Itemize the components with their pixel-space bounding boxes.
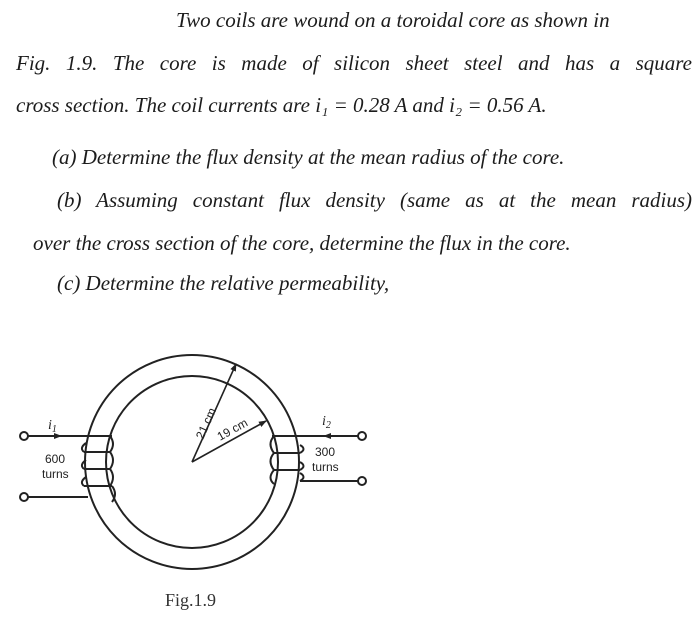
coil-1-turns-value: 600 — [45, 452, 65, 466]
intro-line-1: Two coils are wound on a toroidal core a… — [176, 8, 610, 32]
coil-2-turns-value: 300 — [315, 445, 335, 459]
outer-radius-label: 21 cm — [193, 406, 219, 442]
coil-1 — [28, 433, 116, 503]
coil-2-terminal-bottom — [357, 476, 367, 486]
intro-line-2: Fig. 1.9. The core is made of silicon sh… — [16, 51, 692, 75]
coil-1-terminal-bottom — [19, 492, 29, 502]
coil-2 — [269, 433, 358, 485]
radius-arrows — [191, 363, 267, 463]
part-b-line-1: (b) Assuming constant flux density (same… — [57, 188, 692, 212]
part-a: (a) Determine the flux density at the me… — [52, 145, 565, 169]
toroid-figure: 21 cm 19 cm i1 600 turns — [0, 330, 400, 630]
coil-1-terminal-top — [19, 431, 29, 441]
inner-circle — [105, 375, 279, 549]
figure-caption: Fig.1.9 — [165, 590, 217, 610]
coil-2-current-label: i2 — [322, 414, 331, 431]
coil-1-current-label: i1 — [48, 418, 57, 435]
coil-1-turns-word: turns — [42, 467, 69, 481]
part-b-line-2: over the cross section of the core, dete… — [33, 231, 571, 255]
coil-2-terminal-top — [357, 431, 367, 441]
part-c: (c) Determine the relative permeability, — [57, 271, 390, 295]
intro-line-3: cross section. The coil currents are i₁ … — [16, 93, 547, 117]
coil-2-turns-word: turns — [312, 460, 339, 474]
inner-radius-arrow — [191, 420, 267, 463]
outer-radius-arrow — [191, 363, 237, 463]
